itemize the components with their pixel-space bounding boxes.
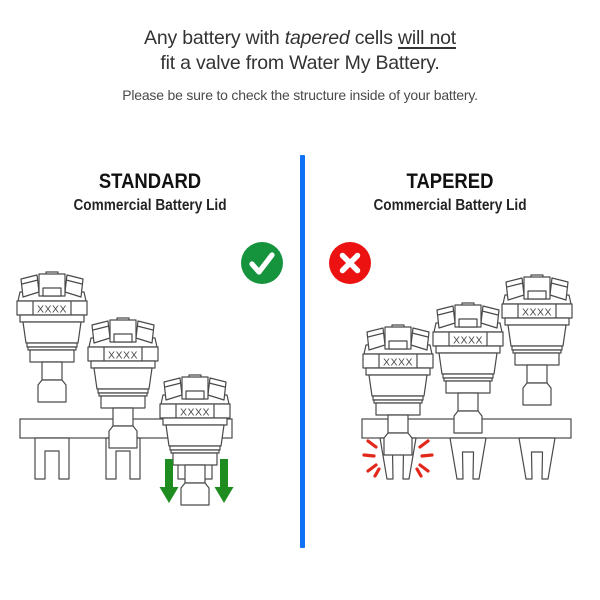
battery-valve [16,271,88,403]
notice-italic-word: tapered [284,27,350,49]
battery-valve [432,302,504,434]
panel-divider [300,155,305,548]
tapered-heading: TAPERED [406,170,494,193]
tapered-lid-illustration [361,274,573,480]
standard-header: STANDARD Commercial Battery Lid [5,170,295,215]
standard-subheading: Commercial Battery Lid [73,197,227,214]
notice-part-1: Any battery with [144,27,285,49]
down-arrow-icon [159,459,179,503]
impact-burst-icon [415,439,434,478]
notice-underlined-phrase: will not [397,27,456,49]
standard-lid-illustration [16,271,234,506]
tapered-cell [449,437,487,480]
straight-cell [34,437,70,480]
tapered-subheading: Commercial Battery Lid [373,197,527,214]
impact-burst-icon [362,439,381,478]
check-icon [241,242,283,284]
battery-valve [501,274,573,406]
tapered-header: TAPERED Commercial Battery Lid [305,170,595,215]
tapered-cell [518,437,556,480]
notice-line-1: Any battery with tapered cells will not [0,26,600,51]
cross-icon [329,242,371,284]
notice-line-2: fit a valve from Water My Battery. [160,52,440,74]
fits-badge [240,241,284,285]
standard-heading: STANDARD [98,170,202,193]
down-arrow-icon [214,459,234,503]
no-fit-badge [328,241,372,285]
notice-subtext: Please be sure to check the structure in… [122,87,478,103]
notice-part-2: cells [349,27,398,49]
notice-text: Any battery with tapered cells will not … [0,26,600,103]
